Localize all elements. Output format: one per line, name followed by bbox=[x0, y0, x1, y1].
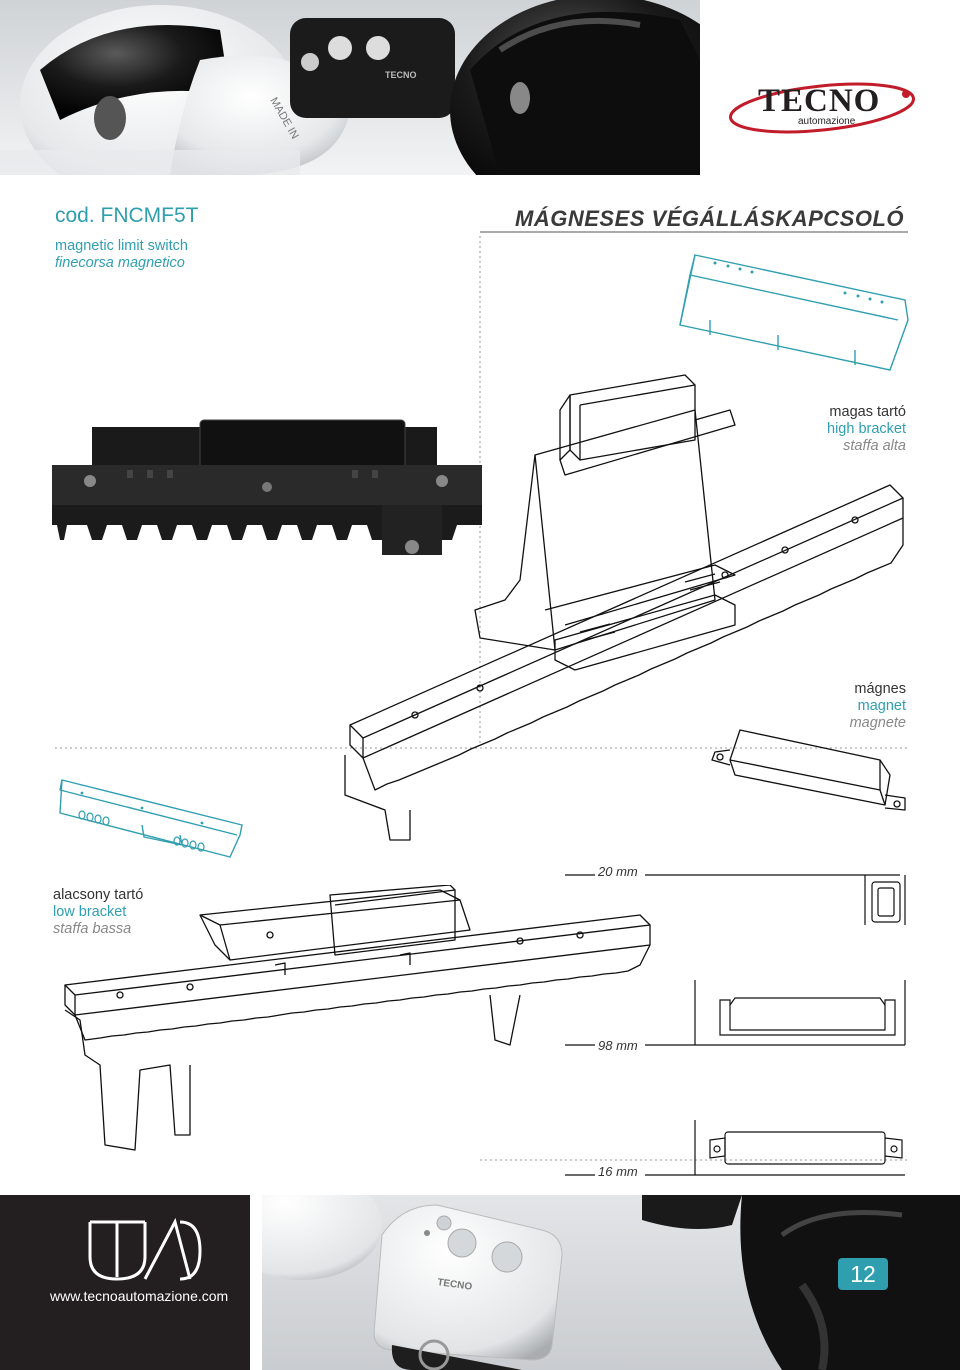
magnet-label-it: magnete bbox=[849, 715, 906, 731]
magnet-label-en: magnet bbox=[857, 698, 906, 714]
low-bracket-label-en: low bracket bbox=[53, 904, 127, 920]
dimension-height: 16 mm bbox=[598, 1164, 638, 1179]
header-product-photo: MADE IN TECNO bbox=[0, 0, 700, 175]
magnet-label: mágnes magnet magnete bbox=[850, 681, 906, 732]
low-bracket-label-it: staffa bassa bbox=[53, 921, 132, 937]
low-bracket-drawing bbox=[59, 779, 243, 858]
low-bracket-label-hu: alacsony tartó bbox=[53, 887, 144, 903]
brand-logo-name: TECNO bbox=[758, 83, 881, 119]
product-code: cod. FNCMF5T bbox=[55, 204, 199, 227]
high-bracket-label: magas tartó high bracket staffa alta bbox=[827, 404, 906, 455]
footer-logo-mark bbox=[88, 1217, 202, 1281]
footer-brand-panel bbox=[0, 1195, 250, 1370]
installed-switch-photo bbox=[52, 419, 482, 555]
magnet-drawing bbox=[711, 729, 906, 811]
high-bracket-label-en: high bracket bbox=[827, 421, 906, 437]
low-bracket-assembly-drawing bbox=[64, 885, 651, 1151]
high-bracket-label-it: staffa alta bbox=[843, 438, 906, 454]
dimension-length: 98 mm bbox=[598, 1038, 638, 1053]
product-name-en: magnetic limit switch bbox=[55, 238, 188, 254]
high-bracket-label-hu: magas tartó bbox=[829, 404, 906, 420]
dimension-width: 20 mm bbox=[598, 864, 638, 879]
dimension-drawings bbox=[565, 874, 906, 1176]
high-bracket-assembly-drawing bbox=[344, 374, 904, 841]
brand-logo-tagline: automazione bbox=[798, 116, 856, 127]
brand-logo: TECNO automazione bbox=[710, 0, 960, 175]
footer-website: www.tecnoautomazione.com bbox=[50, 1288, 229, 1304]
high-bracket-drawing bbox=[679, 254, 909, 371]
svg-text:TECNO: TECNO bbox=[437, 1277, 473, 1293]
page-title: MÁGNESES VÉGÁLLÁSKAPCSOLÓ bbox=[515, 206, 904, 231]
low-bracket-label: alacsony tartó low bracket staffa bassa bbox=[53, 887, 143, 938]
page-number-badge: 12 bbox=[838, 1258, 888, 1290]
svg-text:TECNO: TECNO bbox=[385, 70, 417, 80]
product-name-it: finecorsa magnetico bbox=[55, 255, 185, 271]
magnet-label-hu: mágnes bbox=[854, 681, 906, 697]
